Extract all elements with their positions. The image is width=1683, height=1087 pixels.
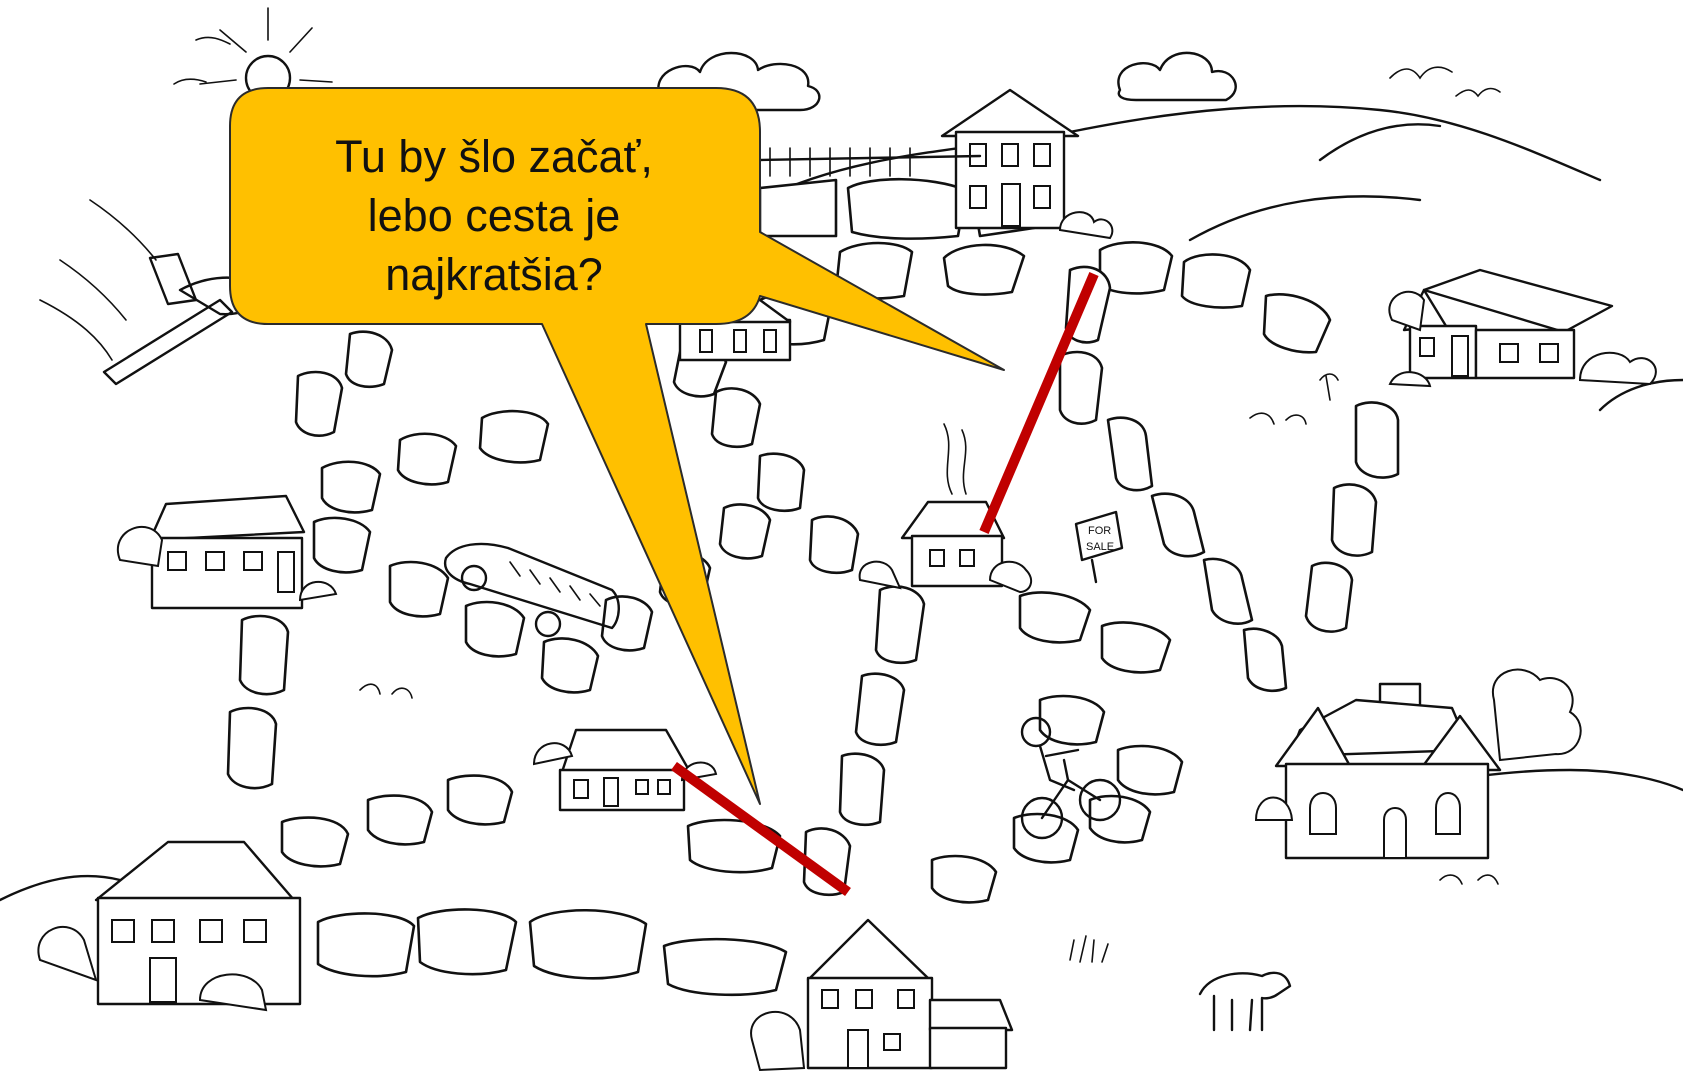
speech-line-2: lebo cesta je: [367, 189, 621, 241]
speech-line-3: najkratšia?: [385, 248, 603, 300]
cyclist-icon: [1020, 716, 1122, 840]
house-mid-left: [117, 494, 338, 610]
horse-icon: [1198, 971, 1292, 1032]
grass-tufts: [359, 373, 1499, 963]
house-top-right: [1388, 268, 1657, 388]
sign-text-line1: FOR: [1088, 525, 1111, 537]
highlight-segment-upper: [979, 272, 1099, 534]
house-right-cottage: [1254, 668, 1582, 860]
airplane-icon: [39, 199, 264, 386]
speech-line-1: Tu by šlo začať,: [335, 130, 653, 182]
bird-icon: [1389, 66, 1501, 98]
house-bottom-middle: [750, 918, 1014, 1072]
for-sale-sign: FOR SALE: [1074, 510, 1124, 584]
house-center: [858, 423, 1033, 594]
cloud-icon: [1117, 51, 1237, 102]
house-bottom-left: [37, 840, 302, 1012]
speech-bubble: [229, 87, 1005, 805]
speech-bubble-text: Tu by šlo začať, lebo cesta je najkratši…: [232, 108, 756, 322]
sign-text-line2: SALE: [1086, 541, 1114, 553]
bus-icon: [443, 542, 620, 638]
house-lower-middle: [532, 728, 718, 812]
highlight-segment-lower: [671, 761, 851, 897]
house-top: [940, 88, 1114, 240]
